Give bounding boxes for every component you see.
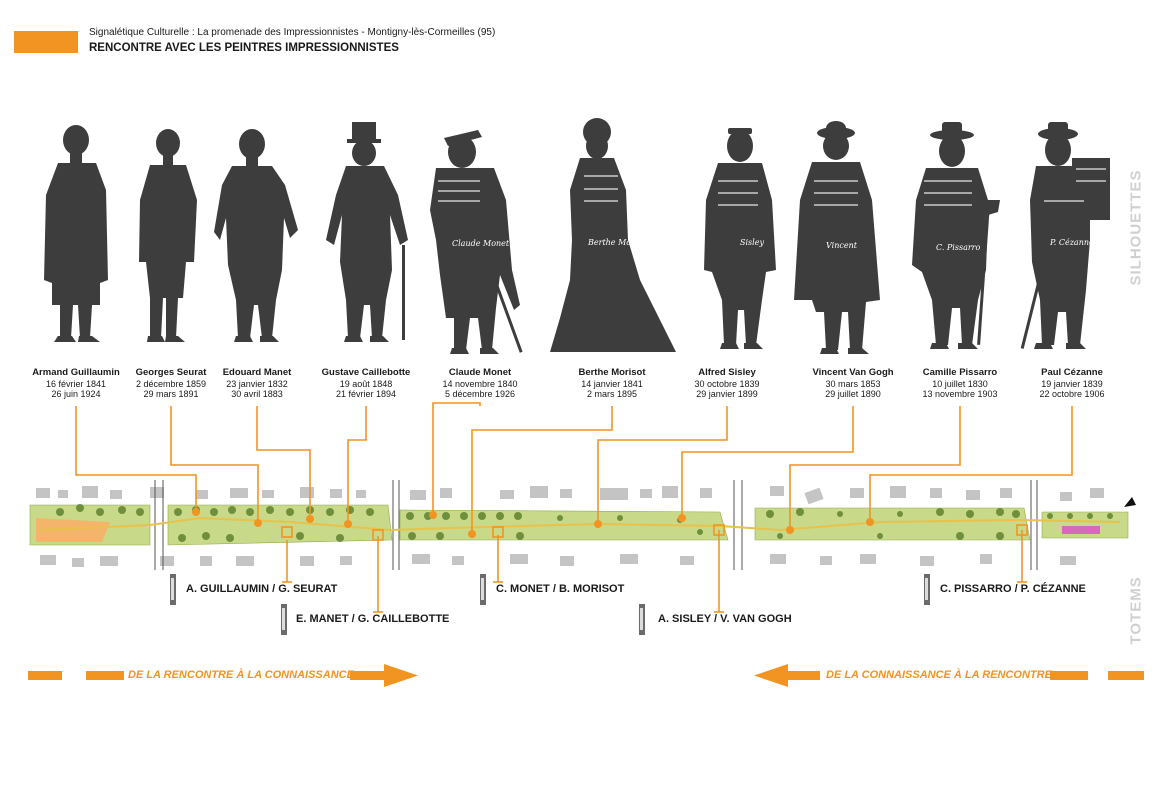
painter-birth: 14 janvier 1841 [581,378,643,389]
painter-name: Vincent Van Gogh [812,367,894,378]
silhouette-vangogh [794,121,880,354]
map-walking-path [39,516,1121,532]
painter-birth: 2 décembre 1859 [135,378,207,389]
silhouette-morisot [550,118,676,352]
painter-label-cezanne: Paul Cézanne 19 janvier 1839 22 octobre … [1012,367,1132,400]
silhouette-caillebotte [326,122,408,342]
arrow-dash [1050,671,1088,680]
painter-death: 22 octobre 1906 [1039,389,1105,399]
totem-label-monet-morisot: C. MONET / B. MORISOT [496,583,625,595]
page-subtitle: Signalétique Culturelle : La promenade d… [89,27,496,38]
painter-death: 29 juillet 1890 [825,389,881,399]
map-buildings [36,486,1104,567]
signature-pissarro: C. Pissarro [936,243,980,252]
painter-name: Claude Monet [448,367,512,378]
totem-label-pissarro-cezanne: C. PISSARRO / P. CÉZANNE [940,583,1086,595]
map-orange-area [36,518,110,542]
signature-monet: Claude Monet [452,239,510,248]
painter-death: 29 mars 1891 [143,389,199,399]
painter-death: 2 mars 1895 [586,389,638,399]
silhouette-cezanne [1020,122,1110,349]
painter-name: Paul Cézanne [1041,367,1103,378]
painter-death: 5 décembre 1926 [444,389,516,399]
totem-icon [281,604,287,635]
painter-name: Georges Seurat [135,367,207,378]
painter-birth: 19 janvier 1839 [1041,378,1103,389]
signature-vangogh: Vincent [826,241,858,250]
totem-icon [170,574,176,605]
painter-death: 30 avril 1883 [231,389,283,399]
totem-label-sisley-vangogh: A. SISLEY / V. VAN GOGH [658,613,792,625]
silhouette-monet [430,130,523,354]
painter-name: Gustave Caillebotte [321,367,411,378]
totem-label-guillaumin-seurat: A. GUILLAUMIN / G. SEURAT [186,583,338,595]
painter-birth: 23 janvier 1832 [226,378,288,389]
painter-birth: 30 octobre 1839 [694,378,760,389]
arrow-dash [350,671,384,680]
painter-label-monet: Claude Monet 14 novembre 1840 5 décembre… [420,367,540,400]
painter-death: 26 juin 1924 [51,389,101,399]
painter-label-pissarro: Camille Pissarro 10 juillet 1830 13 nove… [900,367,1020,400]
painter-birth: 16 février 1841 [45,378,107,389]
painter-label-caillebotte: Gustave Caillebotte 19 août 1848 21 févr… [306,367,426,400]
signature-cezanne: P. Cézanne [1049,238,1094,247]
map-pink-area [1062,526,1100,534]
totem-label-manet-caillebotte: E. MANET / G. CAILLEBOTTE [296,613,450,625]
arrow-dash [788,671,820,680]
painter-birth: 19 août 1848 [339,378,393,389]
silhouette-manet [214,129,298,342]
totem-icon [480,574,486,605]
painter-label-seurat: Georges Seurat 2 décembre 1859 29 mars 1… [111,367,231,400]
connector-lines [75,402,1073,612]
painter-name: Camille Pissarro [922,367,998,378]
arrow-left-icon [754,664,788,687]
north-arrow-icon [1124,497,1136,507]
painter-death: 29 janvier 1899 [696,389,758,399]
painter-birth: 14 novembre 1840 [442,378,518,389]
painter-label-morisot: Berthe Morisot 14 janvier 1841 2 mars 18… [552,367,672,400]
totem-icon [924,574,930,605]
silhouette-pissarro [912,122,1000,349]
connector-end-caps [282,581,1027,613]
silhouette-seurat [139,129,197,342]
painter-name: Alfred Sisley [698,367,756,378]
painter-name: Berthe Morisot [578,367,646,378]
arrow-label-right: DE LA CONNAISSANCE À LA RENCONTRE [826,669,1052,681]
arrow-dash [86,671,124,680]
silhouette-guillaumin [44,125,108,342]
painter-birth: 30 mars 1853 [825,378,881,389]
painter-label-manet: Edouard Manet 23 janvier 1832 30 avril 1… [197,367,317,400]
signature-sisley: Sisley [740,238,764,247]
arrow-dash [1108,671,1144,680]
silhouette-sisley [704,128,776,349]
arrow-dash [28,671,62,680]
signature-morisot: Berthe Morisot [587,238,650,247]
painter-birth: 10 juillet 1830 [932,378,988,389]
header-accent-bar [14,31,78,53]
painter-name: Armand Guillaumin [32,367,120,378]
painter-label-guillaumin: Armand Guillaumin 16 février 1841 26 jui… [16,367,136,400]
totem-icon [639,604,645,635]
arrow-right-icon [384,664,418,687]
silhouette-text-lines [438,168,1106,206]
arrow-label-left: DE LA RENCONTRE À LA CONNAISSANCE [128,669,354,681]
painter-label-sisley: Alfred Sisley 30 octobre 1839 29 janvier… [667,367,787,400]
totem-squares [281,524,1028,541]
connector-dots [192,508,874,538]
painter-death: 13 novembre 1903 [922,389,998,399]
page-title: RENCONTRE AVEC LES PEINTRES IMPRESSIONNI… [89,42,399,54]
painter-death: 21 février 1894 [335,389,397,399]
painter-label-vangogh: Vincent Van Gogh 30 mars 1853 29 juillet… [793,367,913,400]
painter-name: Edouard Manet [222,367,292,378]
